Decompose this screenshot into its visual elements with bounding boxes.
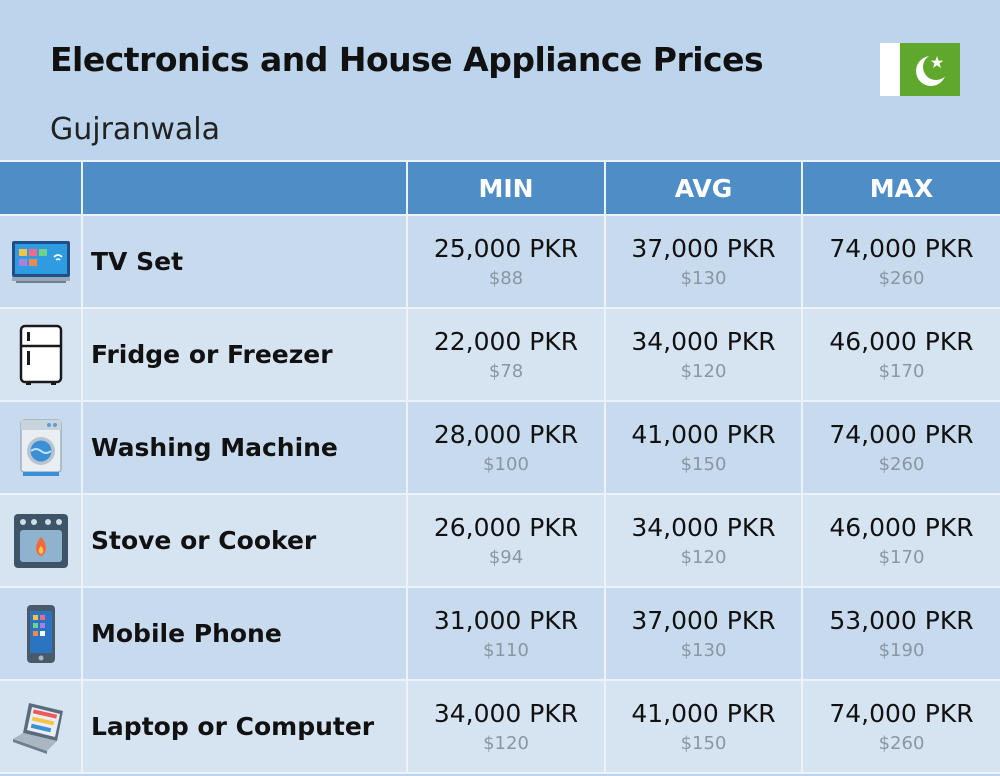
- fridge-icon: [19, 324, 62, 385]
- price-pkr: 34,000 PKR: [433, 699, 579, 728]
- header-min: MIN: [406, 160, 606, 216]
- price-pkr: 53,000 PKR: [829, 606, 974, 635]
- item-label: TV Set: [81, 214, 408, 309]
- price-usd: $120: [680, 547, 727, 568]
- stove-icon: [13, 513, 68, 568]
- price-pkr: 41,000 PKR: [631, 699, 776, 728]
- price-usd: $150: [680, 454, 727, 475]
- price-pkr: 37,000 PKR: [631, 234, 776, 263]
- max-price-cell: 74,000 PKR $260: [801, 214, 1000, 309]
- price-pkr: 41,000 PKR: [631, 420, 776, 449]
- table-row: Mobile Phone 31,000 PKR $110 37,000 PKR $1…: [0, 586, 1000, 681]
- page-title: Electronics and House Appliance Prices: [50, 40, 764, 79]
- price-pkr: 46,000 PKR: [829, 327, 974, 356]
- header-item-cell: [81, 160, 408, 216]
- avg-price-cell: 37,000 PKR $130: [604, 214, 803, 309]
- price-usd: $260: [878, 268, 925, 289]
- header-avg: AVG: [604, 160, 803, 216]
- tv-icon: [11, 240, 70, 283]
- price-usd: $88: [488, 268, 524, 289]
- price-pkr: 31,000 PKR: [433, 606, 579, 635]
- price-usd: $120: [483, 733, 529, 754]
- item-label: Mobile Phone: [81, 586, 408, 681]
- price-usd: $110: [483, 640, 529, 661]
- price-pkr: 28,000 PKR: [433, 420, 579, 449]
- max-price-cell: 53,000 PKR $190: [801, 586, 1000, 681]
- price-pkr: 74,000 PKR: [829, 699, 974, 728]
- item-label: Laptop or Computer: [81, 679, 408, 774]
- washing-machine-icon: [19, 418, 62, 476]
- price-pkr: 37,000 PKR: [631, 606, 776, 635]
- table-row: Stove or Cooker 26,000 PKR $94 34,000 PKR…: [0, 493, 1000, 588]
- laptop-icon: [12, 702, 63, 754]
- price-usd: $190: [878, 640, 925, 661]
- min-price-cell: 26,000 PKR $94: [406, 493, 606, 588]
- pakistan-flag-icon: [880, 43, 960, 96]
- price-pkr: 25,000 PKR: [433, 234, 579, 263]
- price-usd: $130: [680, 268, 727, 289]
- price-usd: $120: [680, 361, 727, 382]
- price-usd: $150: [680, 733, 727, 754]
- avg-price-cell: 34,000 PKR $120: [604, 493, 803, 588]
- avg-price-cell: 41,000 PKR $150: [604, 400, 803, 495]
- max-price-cell: 46,000 PKR $170: [801, 307, 1000, 402]
- price-pkr: 34,000 PKR: [631, 327, 776, 356]
- avg-price-cell: 41,000 PKR $150: [604, 679, 803, 774]
- price-pkr: 74,000 PKR: [829, 420, 974, 449]
- price-pkr: 22,000 PKR: [433, 327, 579, 356]
- max-price-cell: 74,000 PKR $260: [801, 679, 1000, 774]
- avg-price-cell: 37,000 PKR $130: [604, 586, 803, 681]
- price-usd: $260: [878, 454, 925, 475]
- price-usd: $100: [483, 454, 529, 475]
- min-price-cell: 31,000 PKR $110: [406, 586, 606, 681]
- price-usd: $130: [680, 640, 727, 661]
- price-usd: $94: [488, 547, 524, 568]
- price-pkr: 26,000 PKR: [433, 513, 579, 542]
- item-label: Stove or Cooker: [81, 493, 408, 588]
- price-usd: $260: [878, 733, 925, 754]
- price-pkr: 74,000 PKR: [829, 234, 974, 263]
- price-usd: $170: [878, 361, 925, 382]
- price-usd: $170: [878, 547, 925, 568]
- max-price-cell: 74,000 PKR $260: [801, 400, 1000, 495]
- item-label: Washing Machine: [81, 400, 408, 495]
- price-usd: $78: [488, 361, 524, 382]
- price-pkr: 46,000 PKR: [829, 513, 974, 542]
- header-icon-cell: [0, 160, 83, 216]
- header-max: MAX: [801, 160, 1000, 216]
- item-label: Fridge or Freezer: [81, 307, 408, 402]
- price-pkr: 34,000 PKR: [631, 513, 776, 542]
- table-row: Fridge or Freezer 22,000 PKR $78 34,000 P…: [0, 307, 1000, 402]
- table-row: TV Set 25,000 PKR $88 37,000 PKR $130 74,0…: [0, 214, 1000, 309]
- min-price-cell: 25,000 PKR $88: [406, 214, 606, 309]
- min-price-cell: 28,000 PKR $100: [406, 400, 606, 495]
- min-price-cell: 34,000 PKR $120: [406, 679, 606, 774]
- avg-price-cell: 34,000 PKR $120: [604, 307, 803, 402]
- city-subtitle: Gujranwala: [50, 112, 220, 147]
- table-row: Washing Machine 28,000 PKR $100 41,000 PK…: [0, 400, 1000, 495]
- table-row: Laptop or Computer 34,000 PKR $120 41,000…: [0, 679, 1000, 774]
- mobile-phone-icon: [26, 604, 55, 663]
- max-price-cell: 46,000 PKR $170: [801, 493, 1000, 588]
- table-header-row: MIN AVG MAX: [0, 160, 1000, 216]
- price-table: MIN AVG MAX TV Set: [0, 160, 1000, 774]
- min-price-cell: 22,000 PKR $78: [406, 307, 606, 402]
